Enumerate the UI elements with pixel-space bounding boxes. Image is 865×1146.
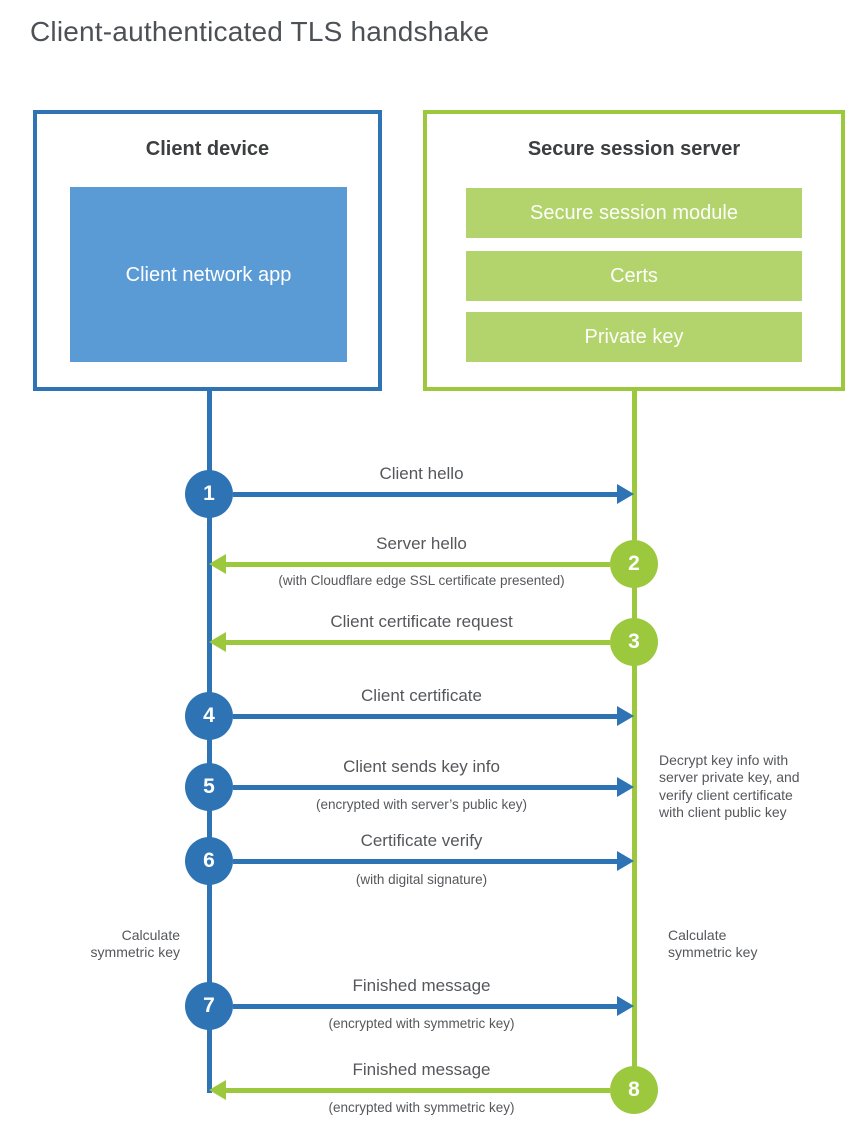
step-7-arrow-line	[233, 1004, 617, 1009]
step-8-arrow-line	[226, 1088, 610, 1093]
step-4-arrowhead-icon	[617, 706, 634, 726]
step-4-arrow-line	[233, 714, 617, 719]
step-1-label: Client hello	[379, 464, 464, 483]
secure-session-server-heading: Secure session server	[527, 138, 741, 160]
step-6-marker: 6	[185, 837, 233, 885]
note-decrypt-key-info: Decrypt key info with server private key…	[659, 752, 800, 821]
step-2-marker: 2	[610, 540, 658, 588]
step-2-arrow-line	[226, 562, 610, 567]
step-8-label: Finished message	[352, 1060, 491, 1079]
step-6-label: Certificate verify	[360, 831, 483, 850]
step-3-label: Client certificate request	[330, 612, 513, 631]
step-3-arrow-line	[226, 640, 610, 645]
step-6-arrow-line	[233, 859, 617, 864]
step-1-arrowhead-icon	[617, 484, 634, 504]
step-6-arrowhead-icon	[617, 851, 634, 871]
client-network-app-box: Client network app	[70, 187, 347, 362]
server-lifeline	[632, 390, 637, 1090]
step-4-marker: 4	[185, 692, 233, 740]
step-1-arrow-line	[233, 492, 617, 497]
step-3-arrowhead-icon	[209, 632, 226, 652]
step-2-arrowhead-icon	[209, 554, 226, 574]
step-3-marker: 3	[610, 618, 658, 666]
step-7-label: Finished message	[352, 976, 491, 995]
page-title: Client-authenticated TLS handshake	[30, 16, 490, 47]
step-4-label: Client certificate	[361, 686, 482, 705]
server-module-private-key: Private key	[466, 312, 802, 362]
step-8-marker: 8	[610, 1066, 658, 1114]
step-2-sublabel: (with Cloudflare edge SSL certificate pr…	[278, 573, 565, 588]
step-7-sublabel: (encrypted with symmetric key)	[328, 1016, 515, 1031]
step-1-marker: 1	[185, 470, 233, 518]
step-7-arrowhead-icon	[617, 996, 634, 1016]
client-lifeline	[207, 390, 212, 1093]
client-device-heading: Client device	[145, 138, 270, 160]
client-network-app-label: Client network app	[125, 263, 292, 286]
step-8-arrowhead-icon	[209, 1080, 226, 1100]
note-calculate-symmetric-key-server: Calculate symmetric key	[668, 927, 758, 961]
step-6-sublabel: (with digital signature)	[355, 872, 488, 887]
step-5-arrow-line	[233, 785, 617, 790]
step-5-marker: 5	[185, 763, 233, 811]
step-8-sublabel: (encrypted with symmetric key)	[328, 1100, 515, 1115]
step-5-label: Client sends key info	[343, 757, 500, 776]
step-2-label: Server hello	[376, 534, 467, 553]
server-module-secure-session: Secure session module	[466, 188, 802, 238]
step-7-marker: 7	[185, 982, 233, 1030]
server-module-certs: Certs	[466, 251, 802, 301]
step-5-arrowhead-icon	[617, 777, 634, 797]
step-5-sublabel: (encrypted with server’s public key)	[315, 797, 528, 812]
note-calculate-symmetric-key-client: Calculate symmetric key	[90, 927, 180, 961]
